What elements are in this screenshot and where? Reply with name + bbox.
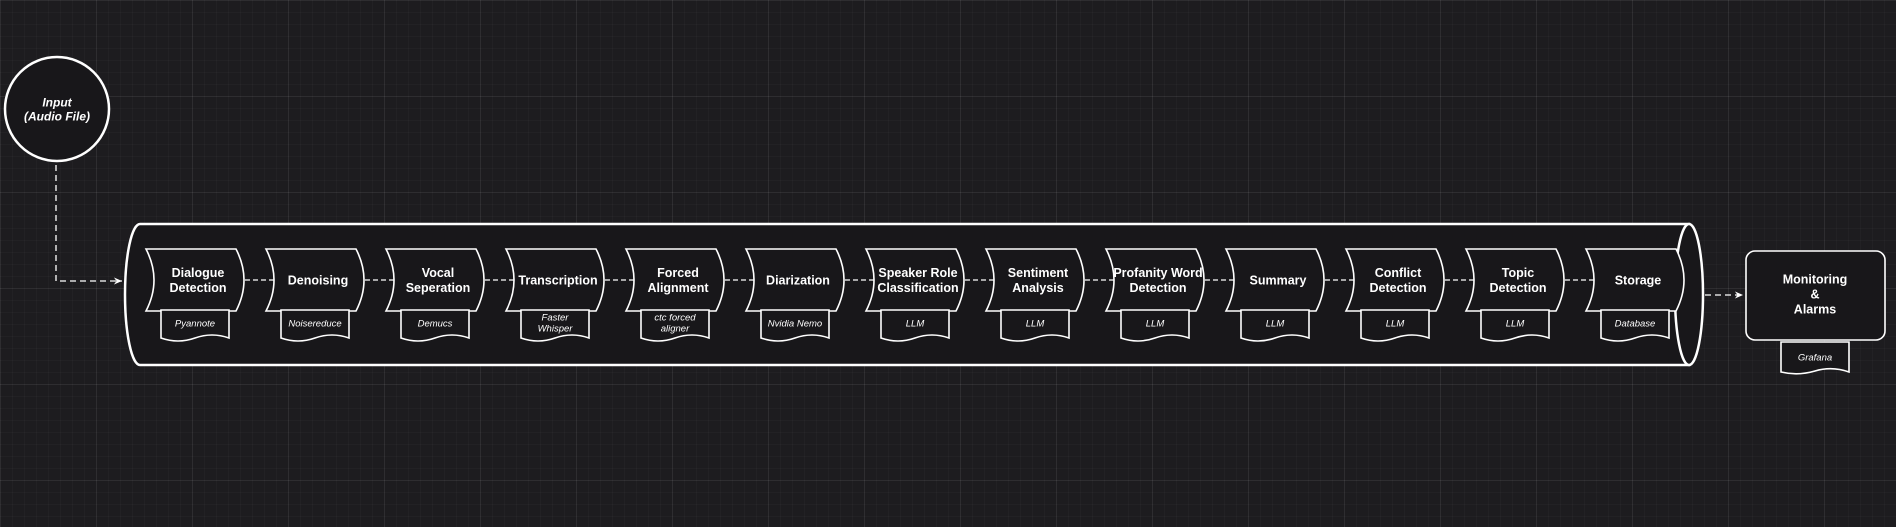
tool-tag-vocal-seperation: [400, 309, 470, 342]
input-circle[interactable]: [3, 55, 111, 163]
grafana-tool-tag: [1780, 341, 1850, 375]
stage-label-vocal-seperation: Vocal Seperation: [405, 266, 471, 295]
stage-box-diarization[interactable]: [744, 248, 845, 312]
tool-tag-speaker-role-classification: [880, 309, 950, 342]
tool-label-storage: Database: [1614, 318, 1656, 330]
stage-label-denoising: Denoising: [287, 273, 349, 288]
stage-label-dialogue-detection: Dialogue Detection: [169, 266, 227, 295]
tool-label-dialogue-detection: Pyannote: [174, 318, 216, 330]
stage-label-transcription: Transcription: [518, 273, 598, 288]
input-to-pipeline-connector: [55, 165, 122, 285]
stage-box-vocal-seperation[interactable]: [384, 248, 485, 312]
tool-label-vocal-seperation: Demucs: [417, 318, 453, 330]
tool-label-topic-detection: LLM: [1505, 318, 1525, 330]
stage-box-speaker-role-classification[interactable]: [864, 248, 965, 312]
tool-tag-profanity-word-detection: [1120, 309, 1190, 342]
stage-label-storage: Storage: [1614, 273, 1662, 288]
stage-label-profanity-word-detection: Profanity Word Detection: [1113, 266, 1203, 295]
tool-label-transcription: Faster Whisper: [537, 312, 573, 335]
tool-label-forced-alignment: ctc forced aligner: [654, 312, 696, 335]
tool-tag-diarization: [760, 309, 830, 342]
monitoring-box[interactable]: [1745, 250, 1886, 341]
tool-tag-summary: [1240, 309, 1310, 342]
stage-box-dialogue-detection[interactable]: [144, 248, 245, 312]
tool-label-diarization: Nvidia Nemo: [767, 318, 823, 330]
stage-box-conflict-detection[interactable]: [1344, 248, 1445, 312]
stage-box-topic-detection[interactable]: [1464, 248, 1565, 312]
tool-label-summary: LLM: [1265, 318, 1285, 330]
stage-box-storage[interactable]: [1584, 248, 1685, 312]
stage-label-speaker-role-classification: Speaker Role Classification: [877, 266, 959, 295]
input-label: Input (Audio File): [24, 95, 90, 124]
tool-label-profanity-word-detection: LLM: [1145, 318, 1165, 330]
tool-tag-conflict-detection: [1360, 309, 1430, 342]
tool-label-conflict-detection: LLM: [1385, 318, 1405, 330]
stage-label-summary: Summary: [1249, 273, 1307, 288]
monitoring-alarms-label: Monitoring & Alarms: [1782, 272, 1848, 317]
tool-tag-dialogue-detection: [160, 309, 230, 342]
stage-label-conflict-detection: Conflict Detection: [1369, 266, 1427, 295]
tool-tag-forced-alignment: [640, 309, 710, 342]
stage-box-profanity-word-detection[interactable]: [1104, 248, 1205, 312]
stage-label-topic-detection: Topic Detection: [1489, 266, 1547, 295]
tool-label-speaker-role-classification: LLM: [905, 318, 925, 330]
tool-tag-transcription: [520, 309, 590, 342]
stage-label-forced-alignment: Forced Alignment: [647, 266, 709, 295]
stage-box-forced-alignment[interactable]: [624, 248, 725, 312]
stage-box-denoising[interactable]: [264, 248, 365, 312]
tool-tag-storage: [1600, 309, 1670, 342]
grafana-tool-label: Grafana: [1797, 352, 1833, 364]
tool-label-denoising: Noisereduce: [288, 318, 342, 330]
stage-box-transcription[interactable]: [504, 248, 605, 312]
tool-label-sentiment-analysis: LLM: [1025, 318, 1045, 330]
stage-box-sentiment-analysis[interactable]: [984, 248, 1085, 312]
tool-tag-sentiment-analysis: [1000, 309, 1070, 342]
stage-box-summary[interactable]: [1224, 248, 1325, 312]
stage-label-diarization: Diarization: [766, 273, 830, 288]
tool-tag-topic-detection: [1480, 309, 1550, 342]
tool-tag-denoising: [280, 309, 350, 342]
stage-label-sentiment-analysis: Sentiment Analysis: [1007, 266, 1069, 295]
